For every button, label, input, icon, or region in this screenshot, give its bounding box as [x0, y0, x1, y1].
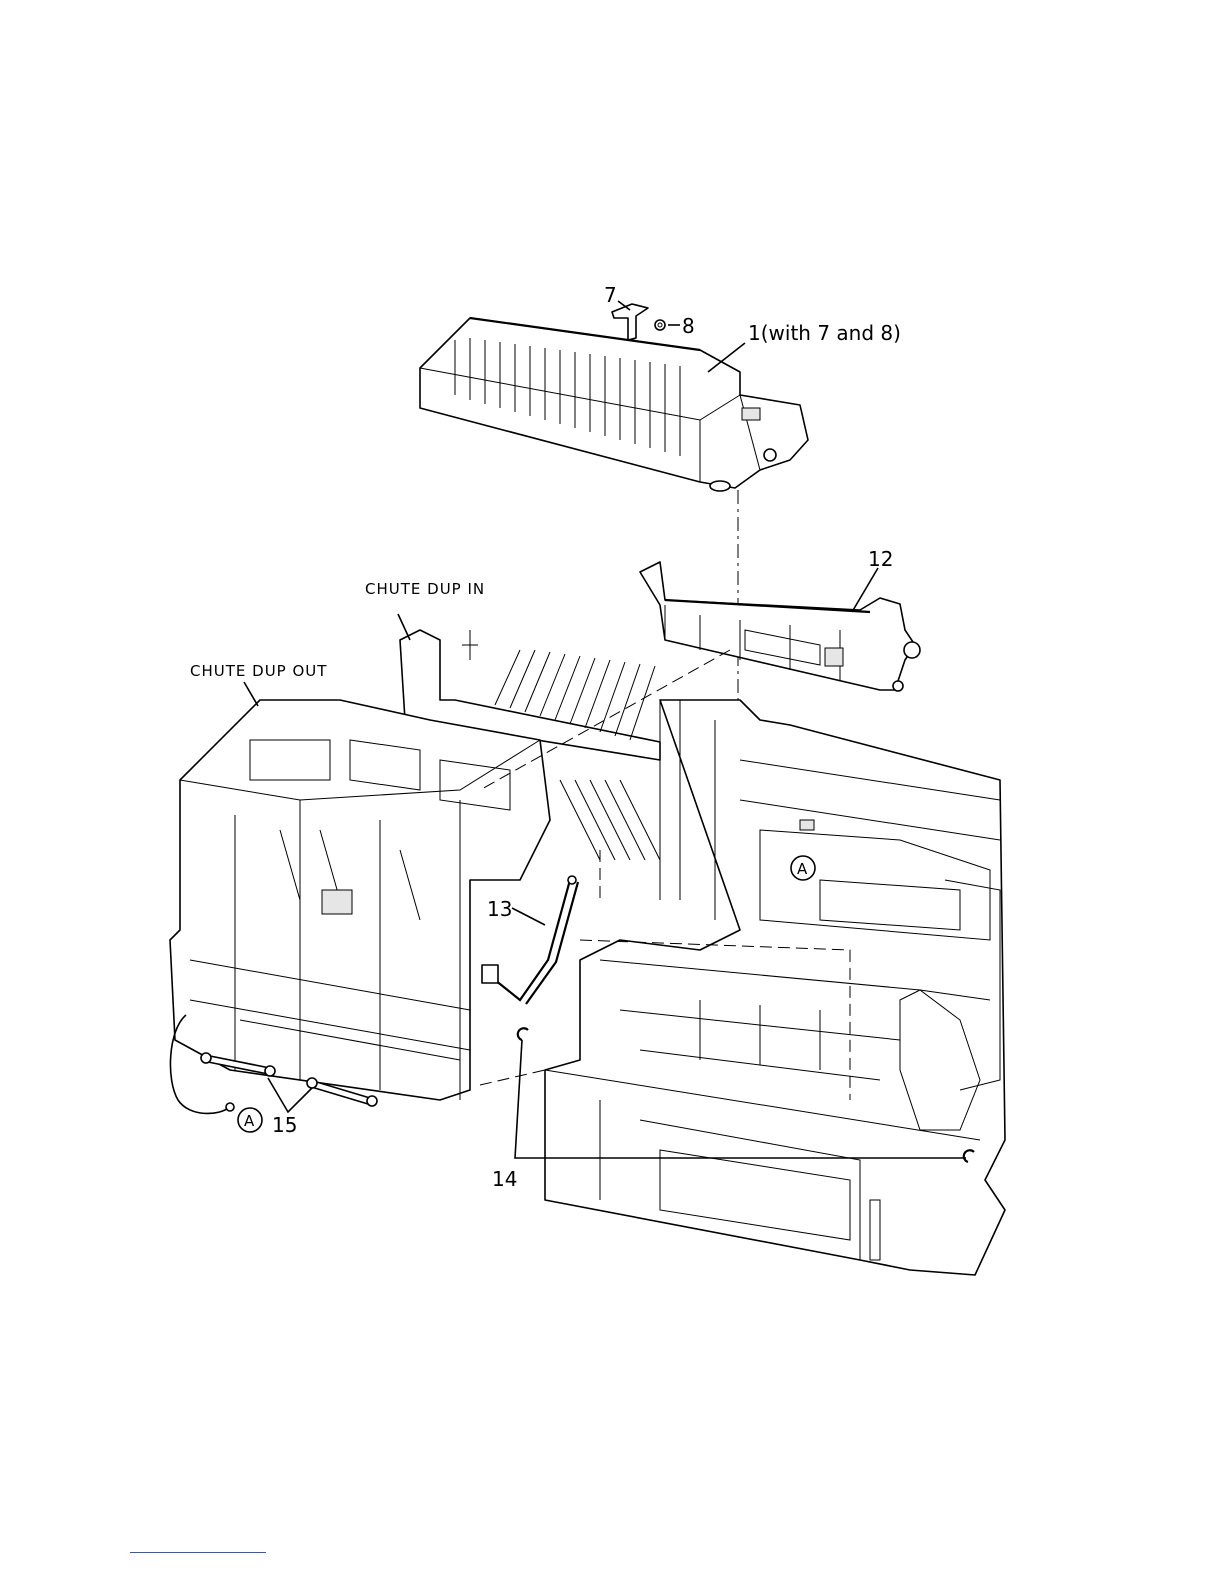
label-chute-dup-in: CHUTE DUP IN	[365, 580, 485, 598]
label-part-8: 8	[682, 314, 695, 338]
printer-frame	[545, 700, 1005, 1275]
leader-chute-dup-out	[244, 682, 258, 706]
footer-rule	[130, 1552, 266, 1553]
leader-chute-dup-in	[398, 614, 410, 640]
cable-harness-part-13	[482, 876, 578, 1004]
roller-assembly-part-12	[640, 562, 920, 691]
label-part-7: 7	[604, 283, 617, 307]
leader-13	[512, 908, 545, 925]
label-part-12: 12	[868, 547, 893, 571]
label-part-14: 14	[492, 1167, 517, 1191]
hidden-line-4	[480, 1070, 545, 1085]
label-connector-a-right: A	[797, 860, 808, 878]
leader-15	[268, 1078, 312, 1112]
screw-part-8	[655, 320, 665, 330]
label-connector-a-left: A	[244, 1112, 255, 1130]
label-part-1: 1(with 7 and 8)	[748, 321, 901, 345]
label-part-15: 15	[272, 1113, 297, 1137]
label-chute-dup-out: CHUTE DUP OUT	[190, 662, 327, 680]
wire-terminal	[226, 1103, 234, 1111]
label-part-13: 13	[487, 897, 512, 921]
